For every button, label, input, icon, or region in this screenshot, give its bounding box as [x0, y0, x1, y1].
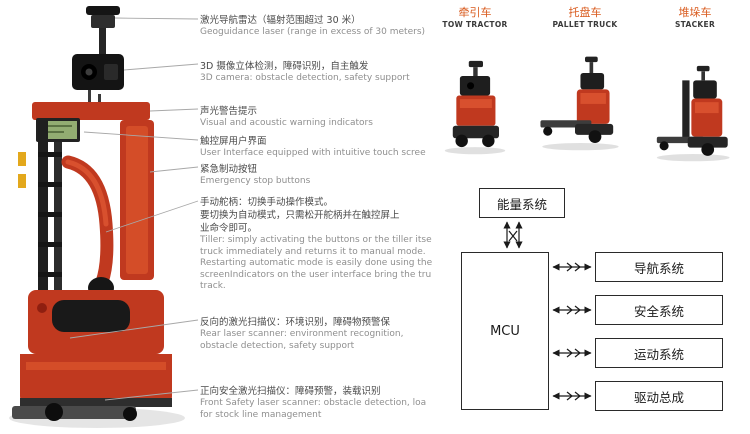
pallet-truck-image [540, 56, 619, 151]
vehicle-type-en-label: TOW TRACTOR [442, 20, 508, 29]
callout-en-text: Emergency stop buttons [200, 176, 311, 186]
agv-forklift-image [9, 6, 185, 428]
callout-cn-text: 手动舵柄：切换手动操作模式。 要切换为自动模式，只需松开舵柄并在触控屏上 业命令… [200, 197, 400, 234]
vehicle-type-en-label: PALLET TRUCK [552, 20, 618, 29]
callout-front-laser-scanner: 正向安全激光扫描仪：障碍预警，装载识别 Front Safety laser s… [200, 385, 438, 421]
vehicle-type-cn-label: 托盘车 [568, 6, 602, 19]
callout-en-text: Front Safety laser scanner: obstacle det… [200, 398, 427, 420]
drive-assembly-box: 驱动总成 [595, 381, 723, 411]
callout-cn-text: 声光警告提示 [200, 106, 258, 117]
callout-en-text: Tiller: simply activating the buttons or… [200, 235, 433, 291]
callout-geoguidance-laser: 激光导航雷达（辐射范围超过 30 米） Geoguidance laser (r… [200, 14, 438, 39]
callout-3d-camera: 3D 摄像立体检测，障碍识别，自主触发 3D camera: obstacle … [200, 60, 438, 85]
callout-cn-text: 触控屏用户界面 [200, 136, 267, 147]
callout-en-text: 3D camera: obstacle detection, safety su… [200, 73, 410, 83]
product-annotation-panel: 激光导航雷达（辐射范围超过 30 米） Geoguidance laser (r… [9, 6, 438, 428]
callout-cn-text: 正向安全激光扫描仪：障碍预警，装载识别 [200, 386, 381, 397]
callout-cn-text: 激光导航雷达（辐射范围超过 30 米） [200, 15, 361, 26]
energy-system-box: 能量系统 [479, 188, 565, 218]
callout-en-text: Visual and acoustic warning indicators [200, 118, 373, 128]
tow-tractor-image [444, 60, 506, 155]
vehicle-types-panel: 牵引车 TOW TRACTOR 托盘车 PALLET TRUCK [420, 6, 750, 176]
callout-warning-indicators: 声光警告提示 Visual and acoustic warning indic… [200, 105, 438, 130]
stacker-image [656, 65, 730, 162]
motion-system-box: 运动系统 [595, 338, 723, 368]
vehicle-type-cn-label: 堆垛车 [678, 6, 712, 19]
callout-rear-laser-scanner: 反向的激光扫描仪：环境识别，障碍物预警保 Rear laser scanner:… [200, 316, 438, 352]
vehicle-type-pallet-truck: 托盘车 PALLET TRUCK [532, 6, 638, 176]
vehicle-type-cn-label: 牵引车 [458, 6, 492, 19]
safety-system-box: 安全系统 [595, 295, 723, 325]
callout-cn-text: 反向的激光扫描仪：环境识别，障碍物预警保 [200, 317, 391, 328]
callout-touch-screen: 触控屏用户界面 User Interface equipped with int… [200, 135, 438, 160]
callout-en-text: Rear laser scanner: environment recognit… [200, 329, 404, 351]
callout-tiller: 手动舵柄：切换手动操作模式。 要切换为自动模式，只需松开舵柄并在触控屏上 业命令… [200, 196, 438, 293]
callout-en-text: User Interface equipped with intuitive t… [200, 148, 426, 158]
system-block-diagram: 能量系统 MCU 导航系统 安全系统 运动系统 驱动总成 [455, 182, 747, 430]
callout-emergency-stop: 紧急制动按钮 Emergency stop buttons [200, 163, 438, 188]
callout-cn-text: 紧急制动按钮 [200, 164, 258, 175]
vehicle-type-stacker: 堆垛车 STACKER [642, 6, 748, 176]
vehicle-type-tow-tractor: 牵引车 TOW TRACTOR [422, 6, 528, 176]
mcu-box: MCU [461, 252, 549, 410]
navigation-system-box: 导航系统 [595, 252, 723, 282]
vehicle-type-en-label: STACKER [674, 20, 716, 29]
callout-cn-text: 3D 摄像立体检测，障碍识别，自主触发 [200, 61, 369, 72]
callout-en-text: Geoguidance laser (range in excess of 30… [200, 27, 426, 37]
